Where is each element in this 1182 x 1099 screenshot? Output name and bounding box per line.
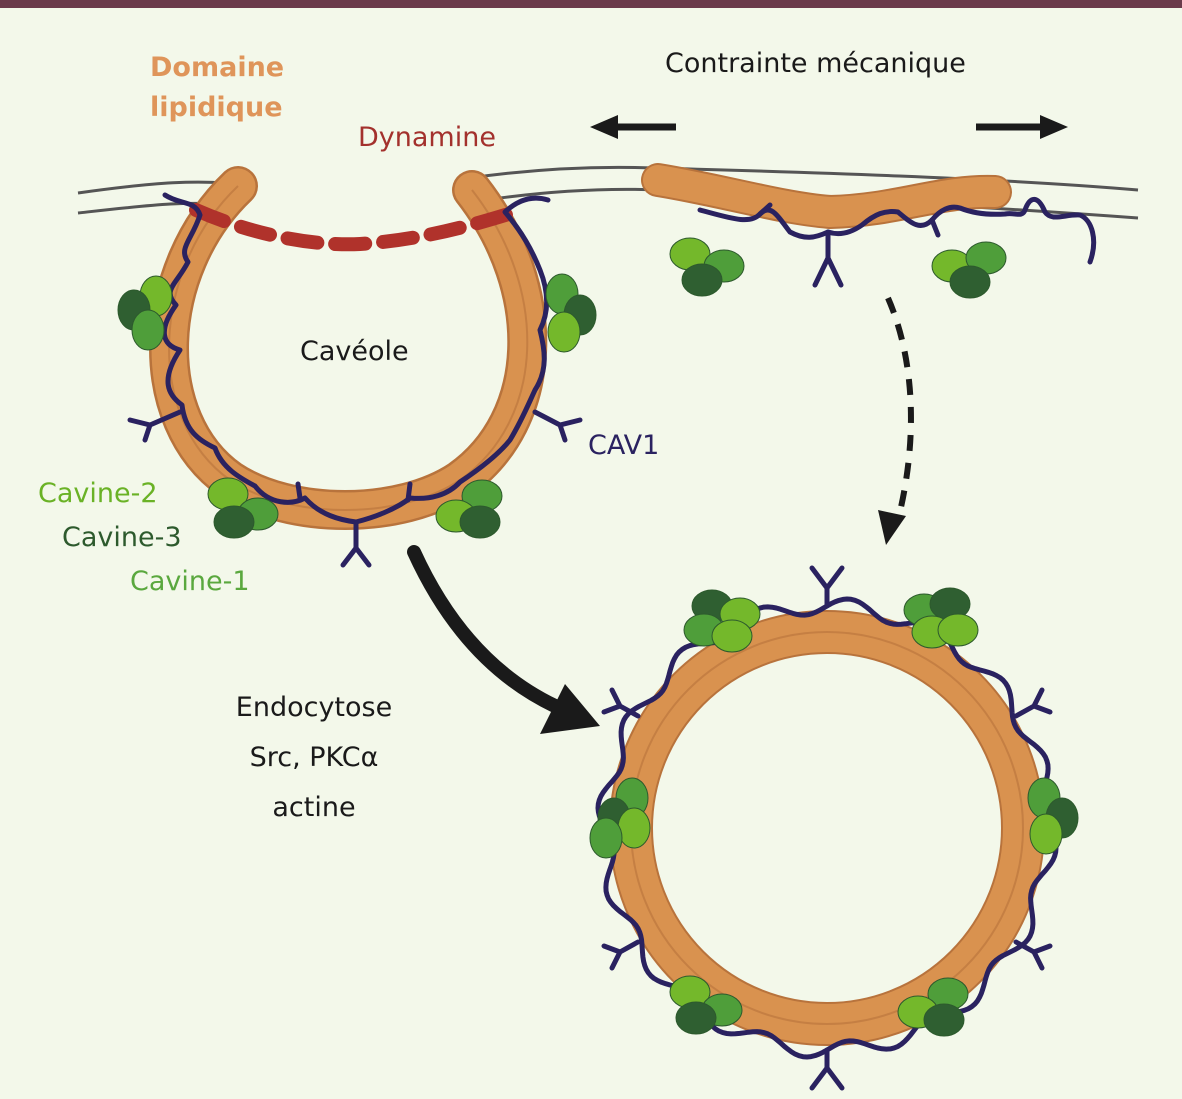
cavin-cluster-vesicle-bottom-right bbox=[897, 977, 969, 1037]
endocytosis-label: Endocytose Src, PKCα actine bbox=[224, 683, 404, 833]
cavin2-label: Cavine-2 bbox=[38, 478, 158, 509]
mechanical-stress-label: Contrainte mécanique bbox=[665, 48, 966, 79]
cavin-cluster-vesicle-left bbox=[589, 777, 651, 859]
dynamin-ring bbox=[189, 203, 522, 252]
cavin-cluster-vesicle-top-right bbox=[903, 587, 979, 649]
cavin3-label: Cavine-3 bbox=[62, 522, 182, 553]
top-border-bar bbox=[0, 0, 1182, 8]
cavin-cluster-vesicle-top-left bbox=[683, 589, 761, 653]
cavin-cluster-flat-right bbox=[931, 241, 1007, 299]
dashed-arrow bbox=[878, 296, 914, 545]
lipid-domain-label-line1: Domaine bbox=[150, 52, 285, 83]
cavin-cluster-right-lower bbox=[435, 479, 503, 539]
stress-arrow-left bbox=[590, 115, 676, 139]
flat-cav1-chain bbox=[697, 196, 1097, 288]
stress-arrow-right bbox=[976, 115, 1068, 139]
cav1-label: CAV1 bbox=[588, 430, 660, 461]
caveola-lipid-domain bbox=[149, 166, 548, 530]
flat-lipid-domain bbox=[641, 163, 1012, 230]
endocytosis-label-line2: Src, PKCα bbox=[249, 742, 379, 773]
cavin-cluster-vesicle-bottom-left bbox=[669, 975, 743, 1035]
endocytosis-label-line1: Endocytose bbox=[235, 692, 393, 723]
cavin1-label: Cavine-1 bbox=[130, 566, 250, 597]
cavin-cluster-right-upper bbox=[545, 273, 597, 353]
caveola-cav1-chain bbox=[127, 192, 583, 568]
cavin-cluster-left-upper bbox=[117, 275, 173, 351]
lipid-domain-label: Domaine lipidique bbox=[150, 48, 284, 128]
caveola-label: Cavéole bbox=[300, 336, 409, 367]
endocytosis-label-line3: actine bbox=[272, 792, 356, 823]
lipid-domain-label-line2: lipidique bbox=[150, 92, 283, 123]
cavin-cluster-vesicle-right bbox=[1027, 777, 1079, 855]
dynamin-label: Dynamine bbox=[358, 122, 496, 153]
endocytosis-arrow bbox=[407, 545, 600, 734]
vesicle bbox=[609, 610, 1045, 1046]
cavin-cluster-flat-left bbox=[669, 237, 745, 297]
cavin-cluster-left-lower bbox=[207, 477, 279, 539]
